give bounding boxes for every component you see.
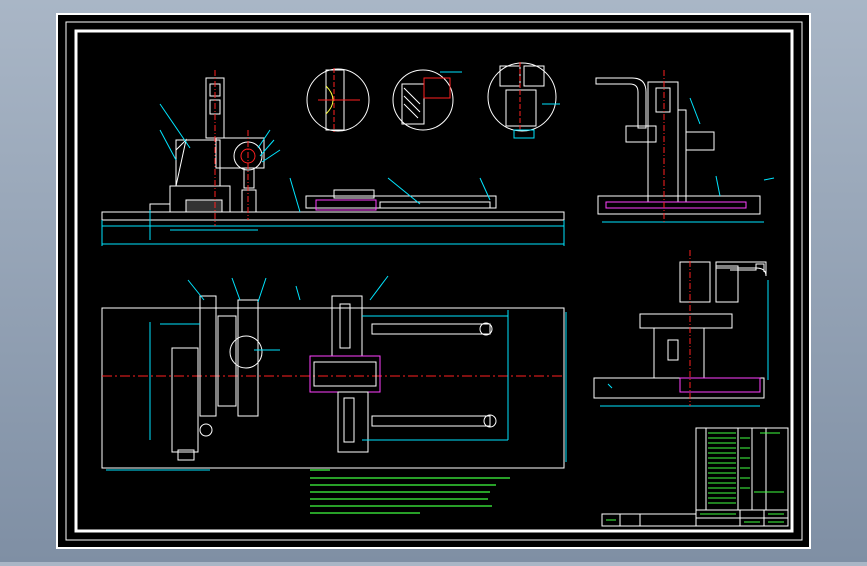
- detail-view-2[interactable]: [392, 69, 462, 131]
- detail-view-3[interactable]: [487, 62, 560, 139]
- detail-view-1[interactable]: [306, 68, 370, 132]
- inner-frame: [74, 29, 794, 533]
- title-block-rows: [606, 432, 784, 523]
- front-view[interactable]: [101, 70, 565, 246]
- sheet-background: [56, 13, 811, 549]
- title-block[interactable]: [601, 427, 789, 527]
- plan-view[interactable]: [101, 275, 567, 471]
- outer-border: [65, 21, 803, 541]
- lower-side-view[interactable]: [593, 250, 769, 407]
- side-view[interactable]: [595, 70, 775, 223]
- technical-notes: [310, 469, 510, 514]
